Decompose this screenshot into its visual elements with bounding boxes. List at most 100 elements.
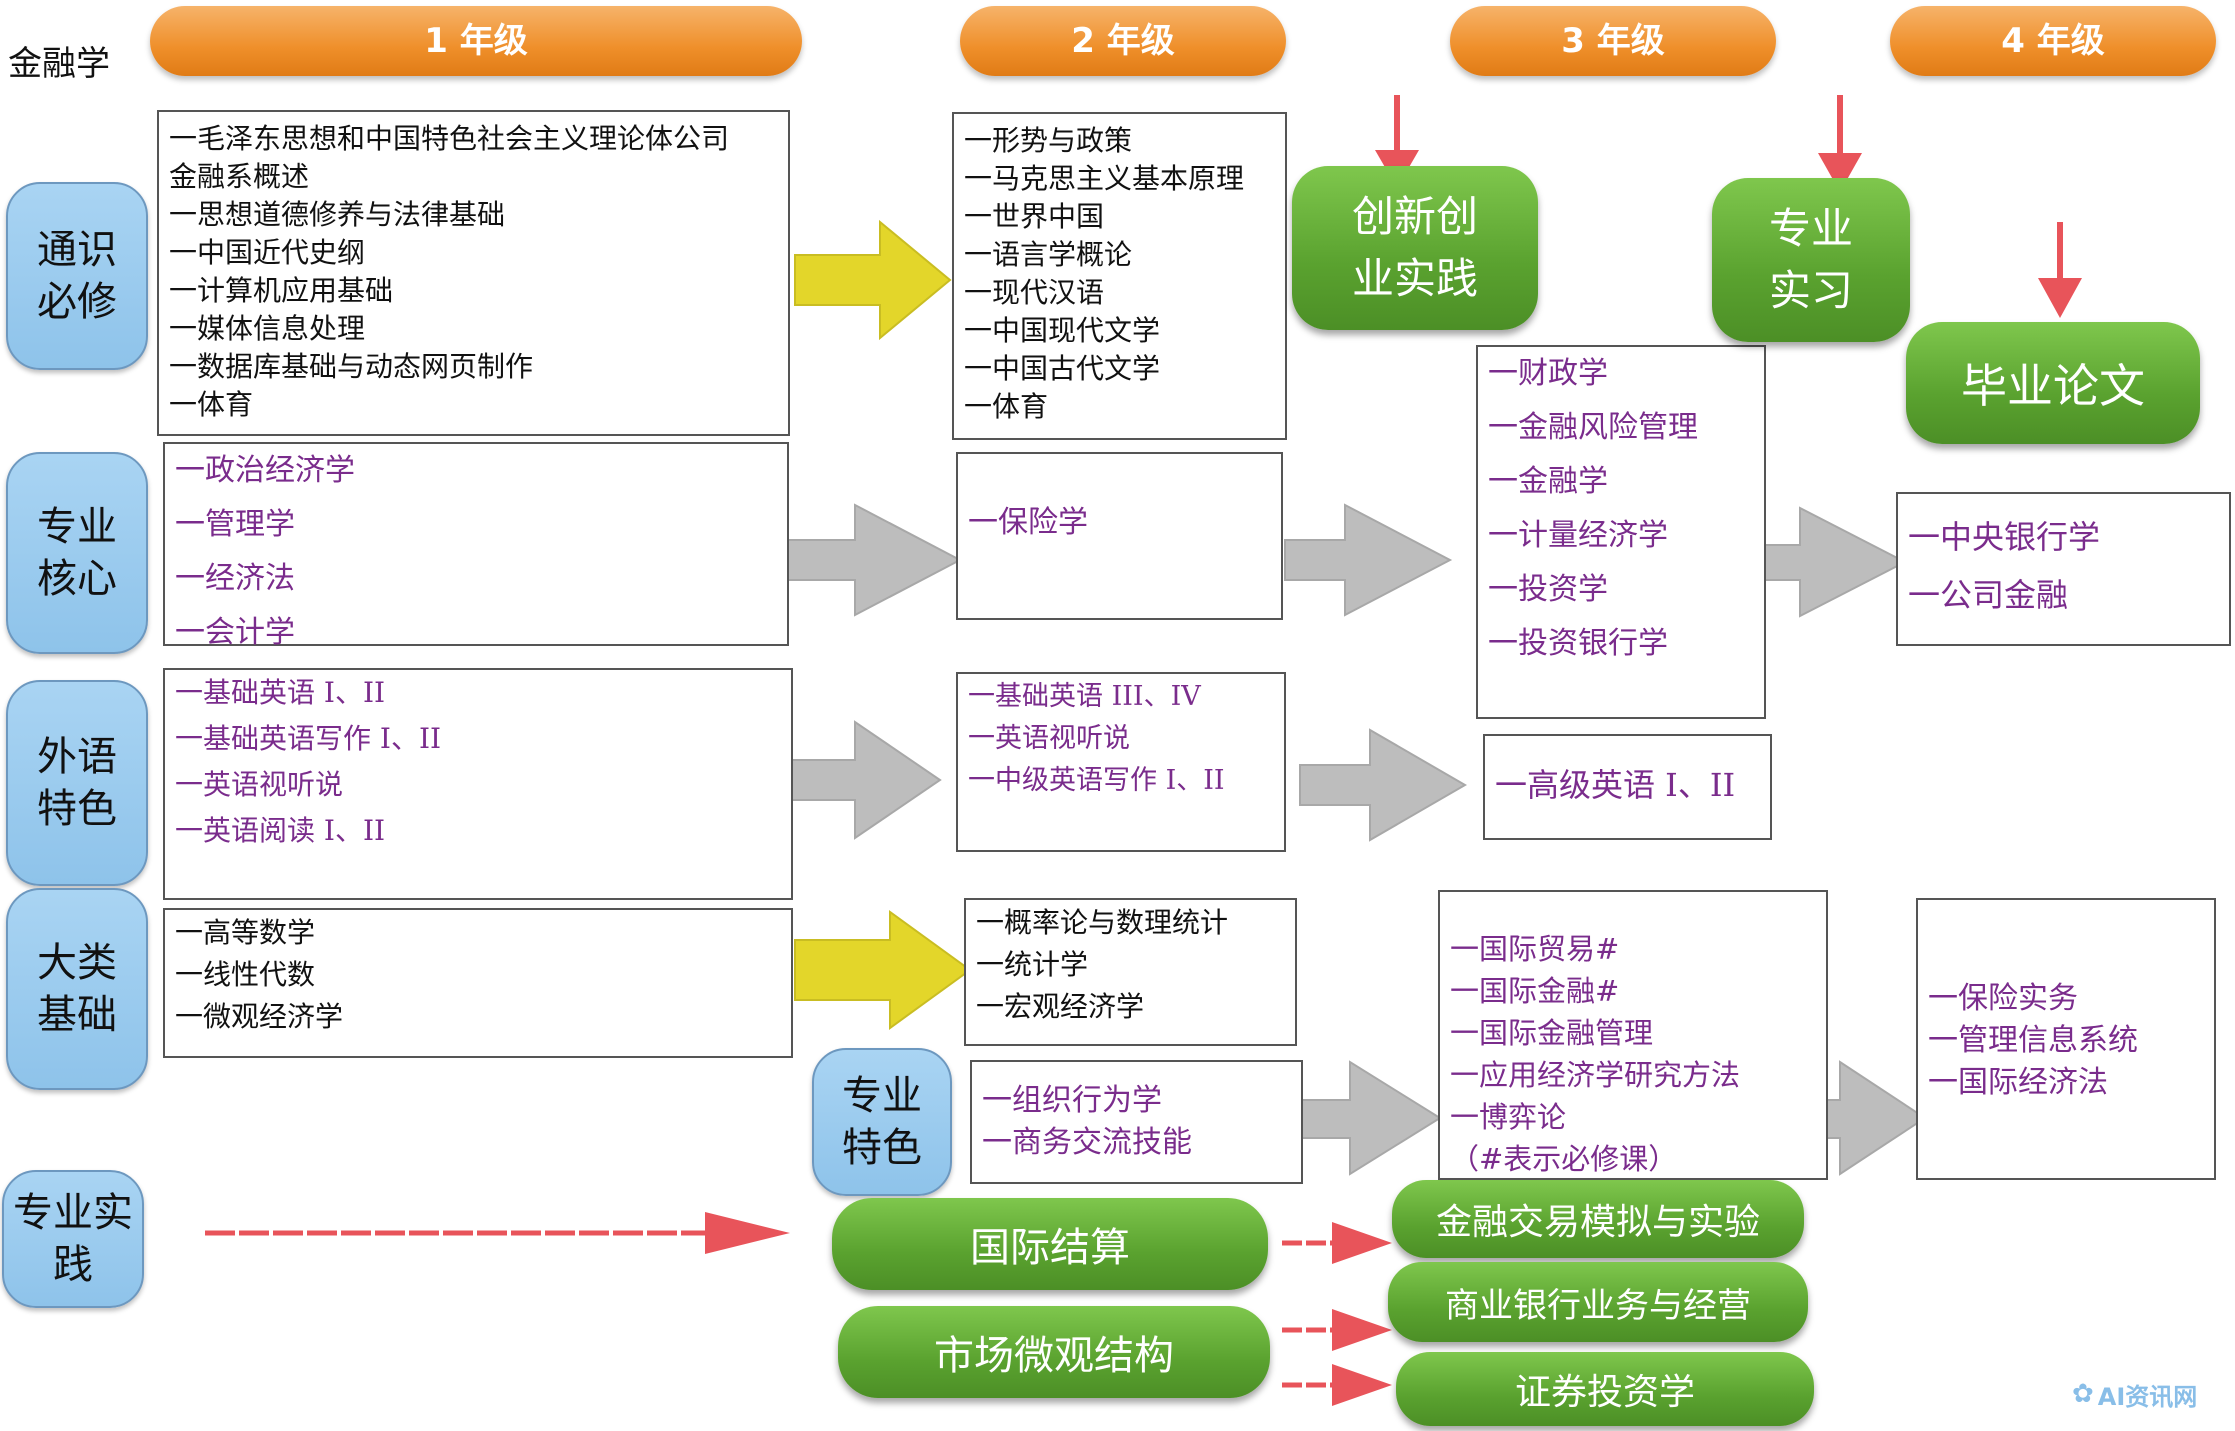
course-item: 一政治经济学: [175, 453, 355, 488]
foreign-year2-box: 一基础英语 III、IV 一英语视听说 一中级英语写作 I、II: [956, 672, 1286, 852]
course-item: 一国际金融管理: [1450, 1016, 1654, 1050]
course-item: 一公司金融: [1908, 576, 2069, 614]
course-item: 一数据库基础与动态网页制作: [169, 350, 534, 383]
core-year4-box: 一中央银行学 一公司金融: [1896, 492, 2231, 646]
gray-arrow-feature-1: [1299, 1060, 1442, 1176]
feature-year2-box: 一组织行为学 一商务交流技能: [970, 1060, 1303, 1184]
gray-arrow-foreign-2: [1299, 728, 1467, 842]
thesis-badge: 毕业论文: [1906, 322, 2200, 444]
course-item: 一金融风险管理: [1488, 410, 1698, 445]
course-item: 一线性代数: [175, 958, 316, 991]
course-item: 一金融学: [1488, 464, 1608, 499]
course-item: 一高等数学: [175, 916, 316, 949]
red-arrow-micro-securities: [1282, 1364, 1392, 1406]
course-item: 一基础英语写作 I、II: [175, 722, 442, 755]
foreign-year3-box: 一高级英语 I、II: [1483, 734, 1772, 840]
course-item: 一媒体信息处理: [169, 312, 366, 345]
general-year2-box: 一形势与政策 一马克思主义基本原理 一世界中国 一语言学概论 一现代汉语 一中国…: [952, 112, 1287, 440]
gray-arrow-foreign-1: [769, 720, 942, 840]
red-arrow-practice: [205, 1212, 790, 1254]
course-item: 一经济法: [175, 561, 295, 596]
course-item: 一商务交流技能: [982, 1125, 1192, 1160]
gray-arrow-core-3: [1749, 506, 1908, 618]
course-item: 一会计学: [175, 615, 295, 650]
course-item: 一计算机应用基础: [169, 274, 394, 307]
course-item: 一中央银行学: [1908, 518, 2101, 556]
watermark: ✿ AI资讯网: [2072, 1379, 2198, 1411]
course-item: 一英语视听说: [968, 723, 1130, 754]
course-item: 一微观经济学: [175, 1000, 344, 1033]
foreign-year1-box: 一基础英语 I、II 一基础英语写作 I、II 一英语视听说 一英语阅读 I、I…: [163, 668, 793, 900]
course-item: 一思想道德修养与法律基础: [169, 198, 506, 231]
category-feature: 专业特色: [812, 1048, 952, 1196]
gray-arrow-core-1: [779, 503, 963, 617]
course-item: 一世界中国: [964, 200, 1105, 233]
course-item: 一组织行为学: [982, 1083, 1162, 1118]
core-year1-box: 一政治经济学 一管理学 一经济法 一会计学: [163, 442, 789, 650]
yellow-arrow-general: [794, 219, 952, 341]
innovation-practice-badge: 创新创业实践: [1292, 166, 1538, 330]
category-practice: 专业实践: [2, 1170, 144, 1308]
course-item: 一管理学: [175, 507, 295, 542]
course-item: 一国际贸易#: [1450, 932, 1620, 966]
red-arrow-down-thesis: [2038, 222, 2082, 318]
category-general: 通识必修: [6, 182, 148, 370]
general-year1-box: 一毛泽东思想和中国特色社会主义理论体公司 金融系概述 一思想道德修养与法律基础 …: [157, 110, 790, 436]
practice-settlement: 国际结算: [832, 1198, 1268, 1290]
category-foundation: 大类基础: [6, 888, 148, 1090]
course-item: 一形势与政策: [964, 124, 1133, 157]
course-item: 一现代汉语: [964, 276, 1105, 309]
course-item: 一国际金融#: [1450, 974, 1620, 1008]
foundation-year2-box: 一概率论与数理统计 一统计学 一宏观经济学: [964, 898, 1297, 1046]
course-item: 一投资银行学: [1488, 626, 1668, 661]
course-item: 一毛泽东思想和中国特色社会主义理论体公司: [169, 122, 730, 155]
yellow-arrow-foundation: [794, 910, 972, 1030]
practice-trading: 金融交易模拟与实验: [1392, 1180, 1804, 1258]
practice-banking: 商业银行业务与经营: [1388, 1262, 1808, 1342]
gray-arrow-core-2: [1284, 503, 1453, 617]
course-item: 一中国现代文学: [964, 314, 1161, 347]
page-title: 金融学: [8, 44, 110, 84]
course-item: 金融系概述: [169, 160, 310, 193]
course-item: 一英语阅读 I、II: [175, 814, 386, 847]
course-item: 一计量经济学: [1488, 518, 1668, 553]
flower-icon: ✿: [2072, 1379, 2094, 1409]
course-item: 一概率论与数理统计: [976, 906, 1229, 939]
course-item: 一中国古代文学: [964, 352, 1161, 385]
feature-year4-box: 一保险实务 一管理信息系统 一国际经济法: [1916, 898, 2216, 1180]
course-item: 一基础英语 I、II: [175, 676, 386, 709]
course-item: 一宏观经济学: [976, 990, 1145, 1023]
core-year3-box: 一财政学 一金融风险管理 一金融学 一计量经济学 一投资学 一投资银行学: [1476, 345, 1766, 719]
course-item: 一投资学: [1488, 572, 1608, 607]
course-item: 一中级英语写作 I、II: [968, 765, 1225, 796]
practice-securities: 证券投资学: [1396, 1352, 1814, 1426]
feature-year3-box: 一国际贸易# 一国际金融# 一国际金融管理 一应用经济学研究方法 一博弈论 （#…: [1438, 890, 1828, 1180]
course-item: 一英语视听说: [175, 768, 344, 801]
year-4-header: 4 年级: [1890, 6, 2216, 76]
internship-badge: 专业实习: [1712, 178, 1910, 342]
course-item: 一保险学: [968, 505, 1088, 540]
course-item: 一财政学: [1488, 356, 1608, 391]
year-2-header: 2 年级: [960, 6, 1286, 76]
category-core: 专业核心: [6, 452, 148, 654]
course-item: 一中国近代史纲: [169, 236, 366, 269]
course-item: 一体育: [169, 388, 254, 421]
course-item: 一保险实务: [1928, 981, 2078, 1016]
course-item: 一博弈论: [1450, 1100, 1567, 1134]
core-year2-box: 一保险学: [956, 452, 1283, 620]
year-3-header: 3 年级: [1450, 6, 1776, 76]
foundation-year1-box: 一高等数学 一线性代数 一微观经济学: [163, 908, 793, 1058]
required-note: （#表示必修课）: [1450, 1142, 1678, 1176]
red-arrow-micro-banking: [1282, 1309, 1392, 1351]
course-item: 一马克思主义基本原理: [964, 162, 1245, 195]
year-1-header: 1 年级: [150, 6, 802, 76]
course-item: 一语言学概论: [964, 238, 1133, 271]
course-item: 一高级英语 I、II: [1495, 766, 1736, 804]
course-item: 一基础英语 III、IV: [968, 681, 1201, 712]
red-arrow-down-internship: [1818, 95, 1862, 192]
practice-microstructure: 市场微观结构: [838, 1306, 1270, 1398]
course-item: 一体育: [964, 390, 1049, 423]
course-item: 一统计学: [976, 948, 1089, 981]
course-item: 一国际经济法: [1928, 1065, 2108, 1100]
